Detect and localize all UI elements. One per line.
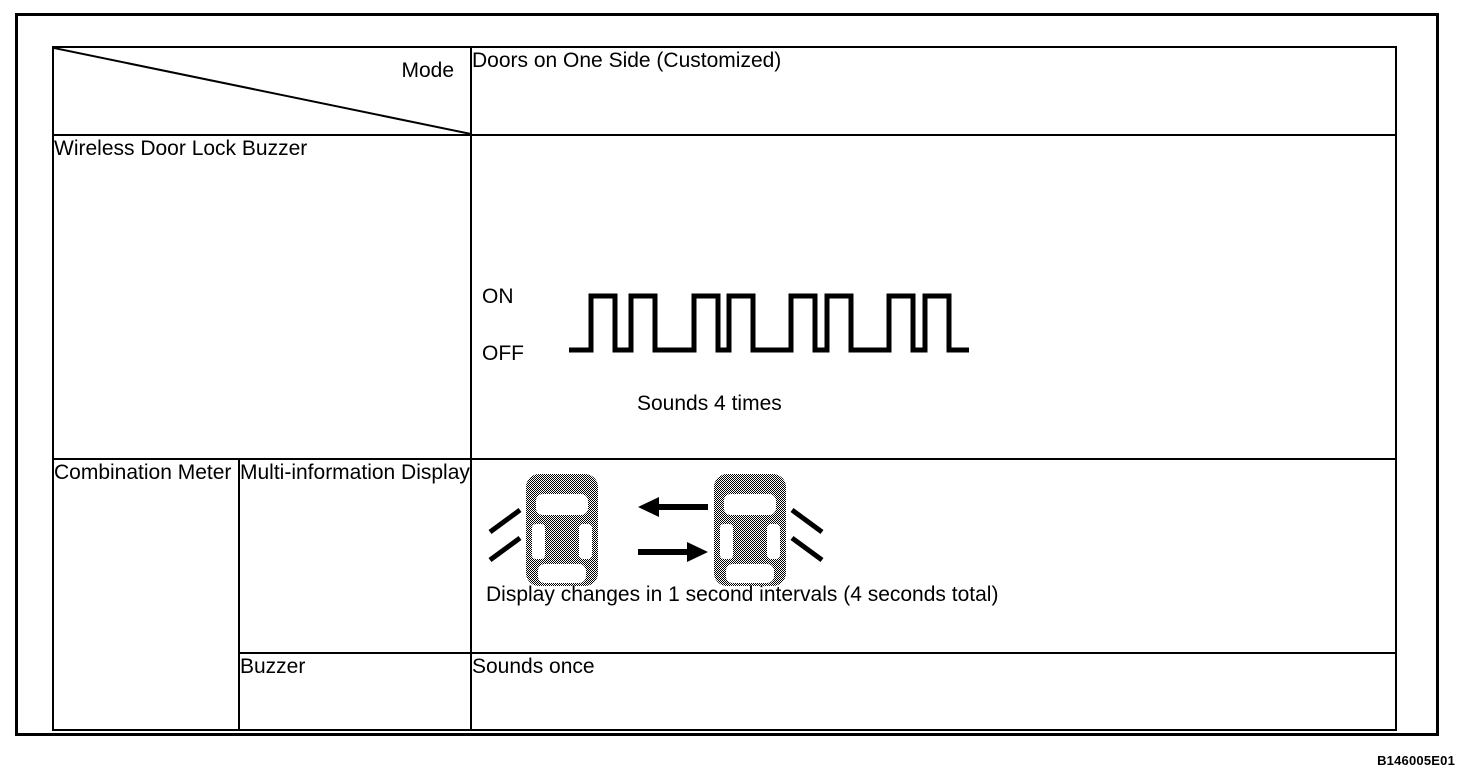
arrow-right-icon — [638, 542, 708, 563]
row-label-multi-information-display: Multi-information Display — [238, 458, 472, 655]
table-row: Buzzer Sounds once — [53, 652, 1397, 731]
row-label-wireless-door-lock-buzzer: Wireless Door Lock Buzzer — [52, 133, 472, 461]
buzzer-pulse-waveform-icon — [569, 293, 969, 353]
waveform-cell: ON OFF Sounds 4 times — [470, 133, 1397, 461]
waveform-level-labels: ON OFF — [482, 284, 568, 384]
axis-header-cell: Mode — [52, 46, 472, 136]
waveform-caption: Sounds 4 times — [637, 391, 782, 415]
car-top-view-flash-right-icon — [714, 474, 824, 587]
table-row: Wireless Door Lock Buzzer ON OFF Sounds … — [52, 133, 1397, 461]
page-border — [15, 13, 1439, 736]
waveform-on-label: ON — [482, 284, 514, 308]
mode-axis-label: Mode — [401, 59, 454, 82]
multi-information-display-caption: Display changes in 1 second intervals (4… — [486, 583, 999, 607]
table-header-row: Mode Doors on One Side (Customized) — [52, 46, 1397, 136]
mode-value-cell: Doors on One Side (Customized) — [470, 46, 1397, 136]
figure-id-label: B146005E01 — [1377, 753, 1455, 768]
row-label-buzzer: Buzzer — [238, 652, 472, 731]
buzzer-value-cell: Sounds once — [470, 652, 1397, 731]
waveform-diagram: ON OFF — [482, 284, 982, 394]
specification-table: Mode Doors on One Side (Customized) Wire… — [52, 46, 1397, 731]
waveform-off-label: OFF — [482, 341, 524, 365]
car-top-view-flash-left-icon — [488, 474, 598, 587]
arrow-left-icon — [638, 497, 708, 518]
multi-information-display-cell: Display changes in 1 second intervals (4… — [470, 458, 1397, 655]
row-label-combination-meter: Combination Meter — [52, 458, 240, 731]
diagonal-divider-icon — [55, 48, 469, 133]
display-animation-icons — [486, 470, 826, 592]
car-display-illustration-icon — [488, 474, 824, 587]
table-row: Combination Meter Multi-information Disp… — [52, 458, 1397, 731]
